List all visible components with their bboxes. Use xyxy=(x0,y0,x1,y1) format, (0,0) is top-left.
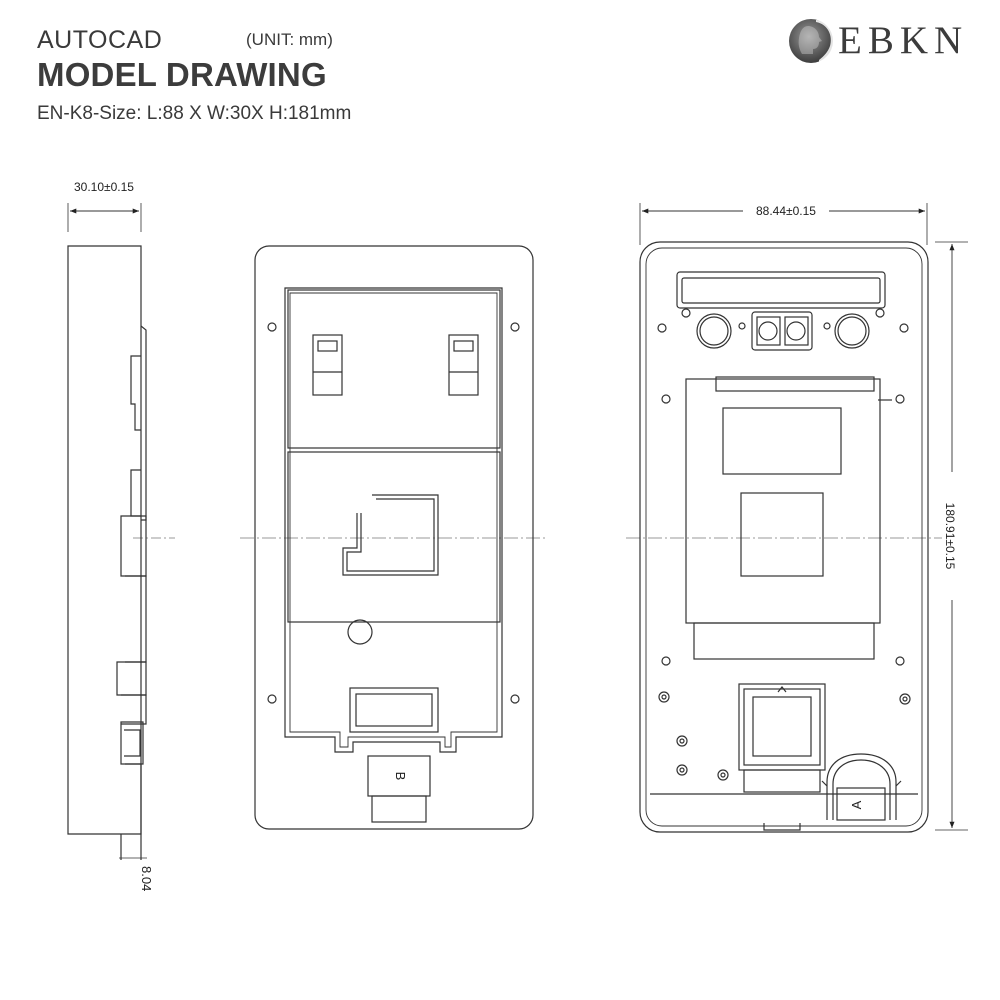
unit-label: (UNIT: mm) xyxy=(246,30,333,49)
head-profile-icon xyxy=(789,19,834,63)
rear-height-label: 180.91±0.15 xyxy=(943,503,957,570)
rear-top-slot xyxy=(676,271,886,309)
side-width-label: 30.10±0.15 xyxy=(74,180,134,194)
front-view xyxy=(240,245,548,830)
port-a-connector xyxy=(821,753,902,821)
port-b-label: B xyxy=(393,772,408,781)
front-clip-right xyxy=(448,334,479,396)
size-spec: EN-K8-Size: L:88 X W:30X H:181mm xyxy=(37,103,352,124)
port-a-label: A xyxy=(849,800,864,809)
rear-sensor-row xyxy=(657,308,909,351)
side-depth-label: 8.04 xyxy=(139,866,154,891)
port-b-connector xyxy=(367,755,431,823)
front-clip-left xyxy=(312,334,343,396)
page-title: MODEL DRAWING xyxy=(37,56,327,93)
rear-pcb-area xyxy=(661,376,905,660)
side-view xyxy=(67,203,175,860)
brand-wordmark: EBKN xyxy=(838,19,969,62)
rear-view xyxy=(626,203,968,833)
rear-module xyxy=(738,683,826,793)
rear-width-label: 88.44±0.15 xyxy=(756,204,816,218)
app-label: AUTOCAD xyxy=(37,26,163,54)
front-hook-slot xyxy=(342,494,439,576)
